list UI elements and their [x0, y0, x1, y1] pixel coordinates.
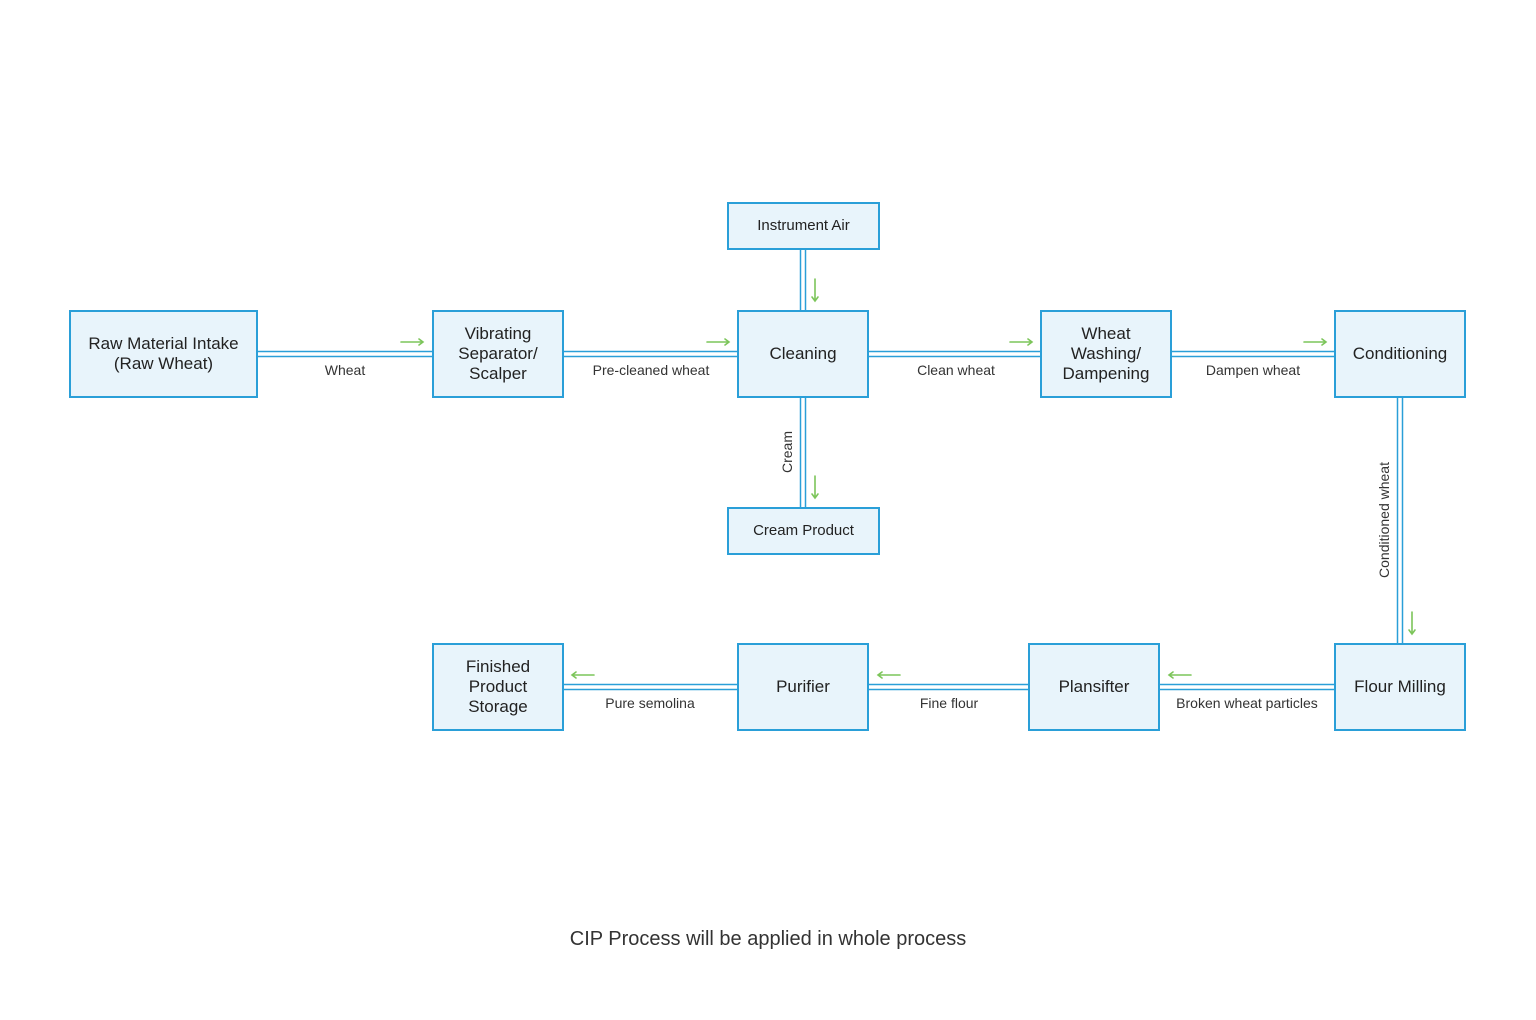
- node-line: Dampening: [1062, 364, 1150, 383]
- node-line: Flour Milling: [1354, 677, 1446, 696]
- node-line: Separator/: [458, 344, 538, 363]
- flow-arrow-icon: [876, 671, 901, 679]
- node-line: Conditioning: [1352, 344, 1448, 363]
- node-purifier: Purifier: [737, 643, 869, 731]
- edge-label-broken-wheat-particles: Broken wheat particles: [1176, 695, 1318, 711]
- node-line: (Raw Wheat): [113, 354, 214, 373]
- flow-arrow-icon: [811, 278, 819, 303]
- edge-label-pure-semolina: Pure semolina: [605, 695, 695, 711]
- node-line: Purifier: [776, 677, 830, 696]
- node-cream-product: Cream Product: [727, 507, 880, 555]
- edge-label-dampen-wheat: Dampen wheat: [1205, 362, 1301, 378]
- node-line: Wheat: [1081, 324, 1131, 343]
- flow-arrow-icon: [706, 338, 731, 346]
- footer-note: CIP Process will be applied in whole pro…: [569, 928, 967, 950]
- node-line: Scalper: [469, 364, 527, 383]
- node-line: Raw Material Intake: [88, 334, 239, 353]
- node-conditioning: Conditioning: [1334, 310, 1466, 398]
- flow-arrow-icon: [570, 671, 595, 679]
- node-instrument-air: Instrument Air: [727, 202, 880, 250]
- node-line: Cleaning: [769, 344, 837, 363]
- node-line: Plansifter: [1058, 677, 1130, 696]
- flow-arrow-icon: [1303, 338, 1328, 346]
- node-flour-milling: Flour Milling: [1334, 643, 1466, 731]
- edge-label-clean-wheat: Clean wheat: [917, 362, 995, 378]
- flow-arrow-icon: [1167, 671, 1192, 679]
- flow-arrow-icon: [811, 475, 819, 500]
- node-line: Finished: [465, 657, 531, 676]
- node-raw-material-intake: Raw Material Intake(Raw Wheat): [69, 310, 258, 398]
- edge-label-conditioned-wheat: Conditioned wheat: [1376, 462, 1392, 578]
- flow-arrow-icon: [1009, 338, 1034, 346]
- edge-label-pre-cleaned-wheat: Pre-cleaned wheat: [592, 362, 710, 378]
- node-line: Washing/: [1070, 344, 1142, 363]
- flow-arrow-icon: [400, 338, 425, 346]
- edge-label-fine-flour: Fine flour: [919, 695, 979, 711]
- node-plansifter: Plansifter: [1028, 643, 1160, 731]
- flow-arrow-icon: [1408, 611, 1416, 636]
- edge-label-wheat: Wheat: [324, 362, 366, 378]
- edge-label-cream: Cream: [779, 430, 795, 474]
- node-line: Instrument Air: [757, 217, 850, 234]
- node-line: Storage: [468, 697, 528, 716]
- node-cleaning: Cleaning: [737, 310, 869, 398]
- node-line: Product: [468, 677, 528, 696]
- node-line: Vibrating: [464, 324, 532, 343]
- node-line: Cream Product: [753, 522, 854, 539]
